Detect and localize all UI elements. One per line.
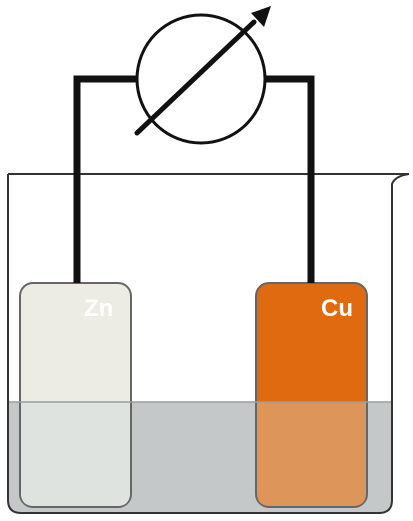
zinc-electrode: Zn [19,282,132,508]
zinc-electrode-submerged [21,402,130,506]
copper-electrode-label: Cu [321,295,353,322]
copper-electrode-submerged [257,402,366,506]
copper-electrode: Cu [255,282,368,508]
meter-arrow-shaft [134,19,257,136]
meter-arrow-head [251,6,271,27]
zinc-electrode-label: Zn [84,295,113,322]
variable-meter-icon [134,6,271,145]
wire-right [264,75,315,283]
beaker-outline [7,173,410,514]
meter-circle [135,13,267,145]
wire-left [73,75,138,283]
